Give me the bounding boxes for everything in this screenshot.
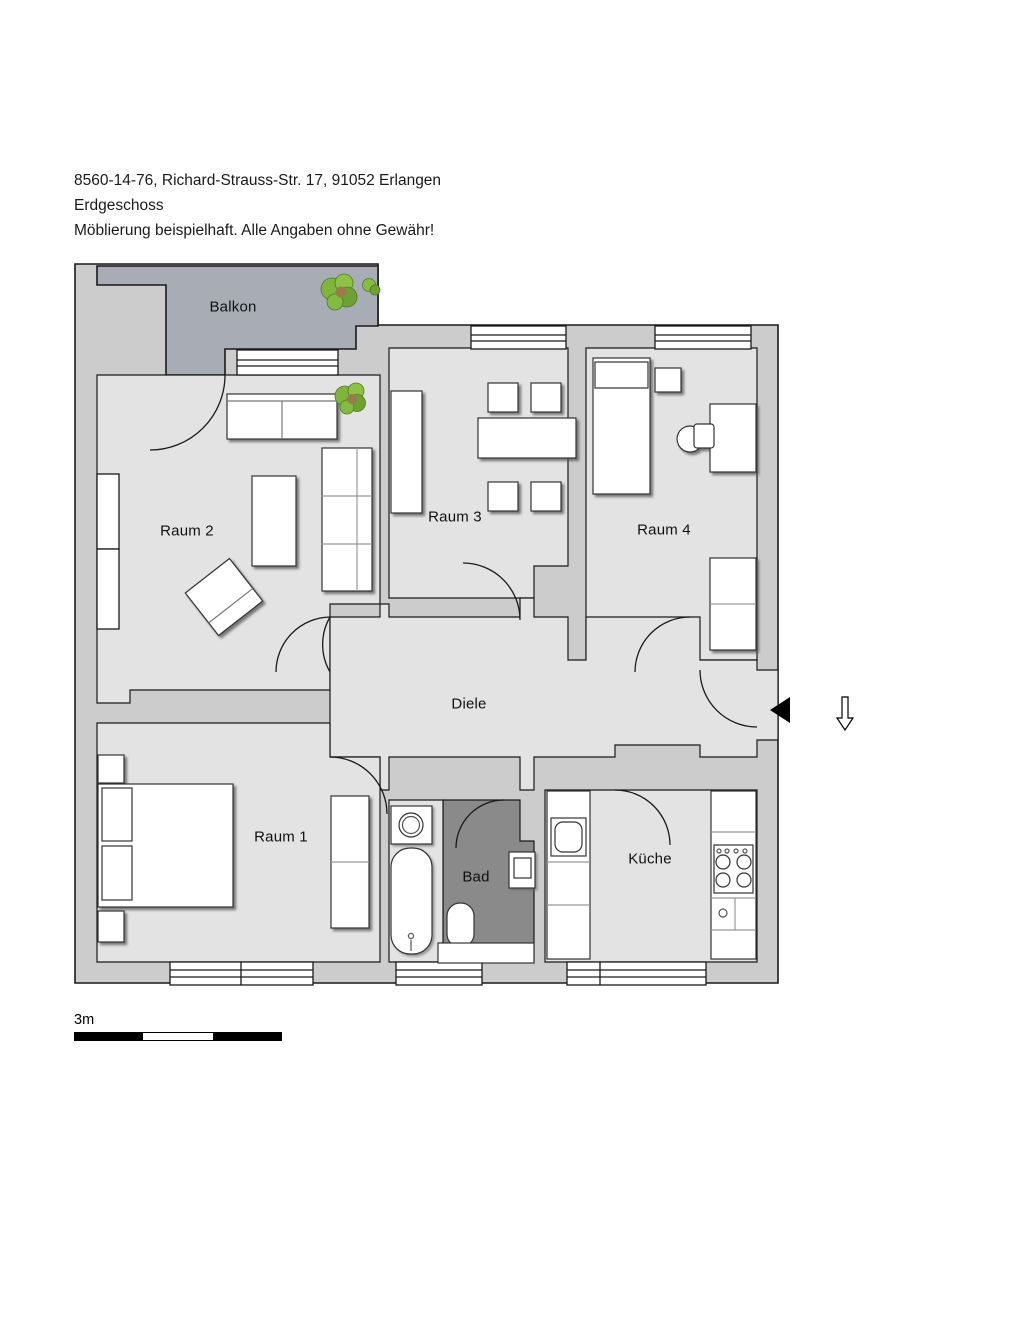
room-label-balkon: Balkon bbox=[209, 298, 257, 316]
window-raum4-top bbox=[654, 325, 752, 350]
window-bad-bottom bbox=[395, 961, 483, 986]
window-raum3-top bbox=[470, 325, 567, 350]
kitchen-counter-left bbox=[546, 790, 591, 960]
double-bed-raum1 bbox=[97, 783, 234, 908]
sink-bad bbox=[508, 851, 536, 889]
single-bed-raum4 bbox=[592, 357, 651, 495]
bad-counter bbox=[437, 942, 535, 964]
shelf-unit-raum2 bbox=[321, 447, 373, 592]
kitchen-knob bbox=[718, 908, 728, 918]
windows bbox=[96, 325, 752, 986]
plant-balcony-large bbox=[320, 273, 358, 311]
furniture-raum1 bbox=[97, 754, 370, 943]
room-label-raum1: Raum 1 bbox=[254, 828, 308, 846]
plants bbox=[320, 273, 381, 415]
shelf-raum3 bbox=[390, 390, 423, 514]
window-kueche-bottom bbox=[566, 961, 707, 986]
header-address-line: 8560-14-76, Richard-Strauss-Str. 17, 910… bbox=[74, 172, 442, 189]
furniture-raum2 bbox=[184, 393, 373, 637]
dining-chair-4 bbox=[530, 481, 562, 512]
down-arrow-icon bbox=[835, 696, 855, 732]
furniture-raum4 bbox=[592, 357, 757, 651]
nightstand-raum1-top bbox=[97, 754, 125, 784]
markers bbox=[770, 696, 855, 732]
furniture-raum3 bbox=[390, 382, 577, 514]
washing-machine-bad bbox=[390, 805, 433, 845]
room-label-raum3: Raum 3 bbox=[428, 508, 482, 526]
kitchen-counter-right bbox=[710, 790, 757, 960]
wardrobe-raum4 bbox=[709, 557, 757, 651]
kueche-floor bbox=[544, 789, 758, 963]
header-disclaimer-line: Möblierung beispielhaft. Alle Angaben oh… bbox=[74, 222, 435, 239]
kitchen-sink bbox=[550, 817, 587, 857]
entrance-triangle-icon bbox=[770, 697, 790, 723]
room-label-kueche: Küche bbox=[628, 850, 672, 868]
door-raum2-diele bbox=[321, 616, 331, 673]
dining-table-raum3 bbox=[477, 417, 577, 459]
dining-chair-3 bbox=[487, 481, 519, 512]
plant-balcony-small bbox=[362, 278, 381, 296]
raum3-floor bbox=[388, 347, 569, 599]
room-label-raum4: Raum 4 bbox=[637, 521, 691, 539]
scale-label: 3m bbox=[74, 1012, 95, 1028]
dining-chair-1 bbox=[487, 382, 519, 413]
door-raum1-diele bbox=[329, 756, 388, 815]
plant-raum2 bbox=[334, 382, 366, 415]
door-entrance bbox=[699, 669, 758, 728]
scale-bar-graphic bbox=[74, 1032, 282, 1041]
nightstand-raum1-bottom bbox=[97, 910, 125, 943]
scale-segment-dark-2 bbox=[212, 1032, 282, 1041]
kitchen-stove bbox=[713, 844, 754, 894]
door-bad bbox=[455, 799, 505, 849]
door-kueche bbox=[614, 789, 671, 846]
fixtures-bad bbox=[390, 805, 536, 964]
desk-raum4 bbox=[709, 403, 757, 473]
plan-header: 8560-14-76, Richard-Strauss-Str. 17, 910… bbox=[74, 168, 441, 243]
room-label-bad: Bad bbox=[462, 868, 490, 886]
wardrobe-raum1 bbox=[330, 795, 370, 929]
door-raum3-diele bbox=[462, 562, 521, 621]
nightstand-raum4 bbox=[654, 367, 682, 393]
fixtures-kueche bbox=[546, 790, 757, 960]
door-raum2-balcony bbox=[149, 374, 226, 451]
desk-chair-raum4 bbox=[676, 423, 715, 453]
balcony-slab bbox=[96, 265, 379, 376]
sofa-raum2 bbox=[226, 393, 338, 440]
room-label-raum2: Raum 2 bbox=[160, 522, 214, 540]
armchair-raum2 bbox=[184, 557, 264, 637]
bathtub-bad bbox=[390, 847, 433, 955]
room-label-diele: Diele bbox=[451, 695, 487, 713]
window-raum1-bottom bbox=[169, 961, 314, 986]
doors bbox=[149, 374, 758, 849]
header-floor-line: Erdgeschoss bbox=[74, 197, 164, 214]
toilet-bad bbox=[446, 902, 475, 948]
dining-chair-2 bbox=[530, 382, 562, 413]
scale-segment-light bbox=[143, 1032, 213, 1041]
window-raum2-left bbox=[96, 473, 120, 630]
scale-segment-dark-1 bbox=[74, 1032, 144, 1041]
door-raum4-diele bbox=[634, 616, 691, 673]
diele-floor bbox=[329, 597, 779, 791]
sideboard-raum2 bbox=[251, 475, 297, 567]
window-balcony-door bbox=[236, 349, 339, 376]
